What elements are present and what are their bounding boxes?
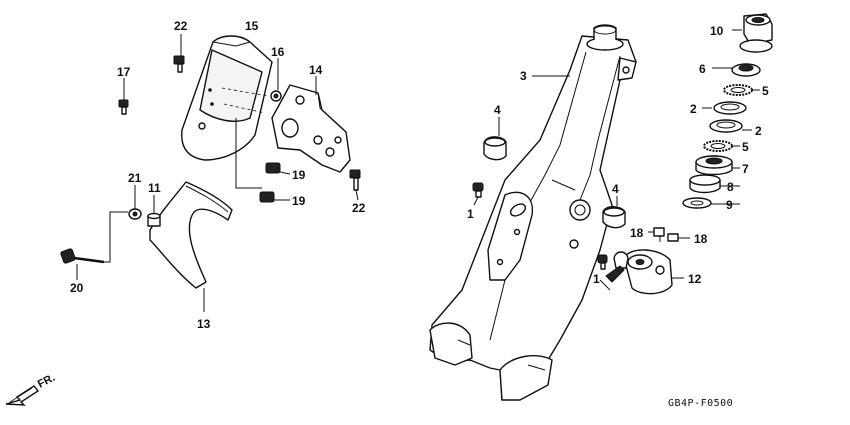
part-11-collar xyxy=(147,195,161,227)
part-5-steel-ball-race-lower xyxy=(703,140,740,152)
front-direction-label: FR. xyxy=(36,372,57,391)
part-6-adjuster-nut xyxy=(712,63,761,77)
part-13-lower-fork-cover xyxy=(149,181,233,312)
callout-11: 11 xyxy=(148,181,161,195)
part-16-grommet xyxy=(270,58,282,102)
part-2-cone-race-upper xyxy=(702,101,747,115)
callout-18-right: 18 xyxy=(694,232,708,246)
callout-3: 3 xyxy=(520,69,527,83)
callout-9: 9 xyxy=(726,198,733,212)
callout-12: 12 xyxy=(688,272,702,286)
part-4-rubber-plug-left xyxy=(483,117,507,161)
callout-7: 7 xyxy=(742,162,749,176)
callout-22-top: 22 xyxy=(174,19,188,33)
callout-2-upper: 2 xyxy=(690,102,697,116)
part-17-screw xyxy=(118,78,129,115)
part-8-dust-seal xyxy=(689,174,740,194)
part-20-long-bolt xyxy=(60,211,128,280)
callout-22-right: 22 xyxy=(352,201,366,215)
part-1-bolt-right xyxy=(597,254,608,270)
part-18-screw-b xyxy=(667,233,690,242)
part-19-clip-lower xyxy=(259,191,290,203)
part-21-washer xyxy=(128,185,142,220)
part-1-bolt-left xyxy=(472,182,484,206)
callout-10: 10 xyxy=(710,24,724,38)
part-2-cone-race-lower xyxy=(709,119,752,133)
callout-18-left: 18 xyxy=(630,226,644,240)
part-5-steel-ball-race-upper xyxy=(723,84,760,96)
callout-5-upper: 5 xyxy=(762,84,769,98)
callout-21: 21 xyxy=(128,171,142,185)
callout-2-lower: 2 xyxy=(755,124,762,138)
callout-17: 17 xyxy=(117,65,131,79)
part-15-upper-cover xyxy=(181,35,273,161)
callout-6: 6 xyxy=(699,62,706,76)
part-4-rubber-plug-right xyxy=(602,196,626,229)
part-3-steering-stem-head-pipe xyxy=(429,24,637,401)
callout-5-lower: 5 xyxy=(742,140,749,154)
front-direction-arrow-icon xyxy=(5,385,40,406)
callout-13: 13 xyxy=(197,317,211,331)
part-10-lock-nut xyxy=(732,13,773,53)
callout-19-upper: 19 xyxy=(292,168,306,182)
part-19-clip-upper xyxy=(265,162,291,175)
callout-20: 20 xyxy=(70,281,84,295)
callout-4-left: 4 xyxy=(494,103,501,117)
callout-4-right: 4 xyxy=(612,182,619,196)
callout-19-lower: 19 xyxy=(292,194,306,208)
callout-1-left: 1 xyxy=(467,207,474,221)
part-18-screw-a xyxy=(648,227,665,242)
ignition-key-icon xyxy=(599,251,629,291)
callout-15: 15 xyxy=(245,19,259,33)
callout-1-right: 1 xyxy=(593,272,600,286)
callout-14: 14 xyxy=(309,63,323,77)
drawing-code: GB4P-F0500 xyxy=(668,398,733,409)
callout-8: 8 xyxy=(727,180,734,194)
part-14-mounting-bracket xyxy=(271,76,351,173)
part-7-lower-cone-race xyxy=(695,155,740,176)
part-12-ignition-switch xyxy=(623,249,684,295)
part-22-bolt-top xyxy=(173,34,185,73)
part-22-bolt-right xyxy=(349,169,361,201)
callout-16: 16 xyxy=(271,45,285,59)
part-9-washer xyxy=(682,197,740,209)
